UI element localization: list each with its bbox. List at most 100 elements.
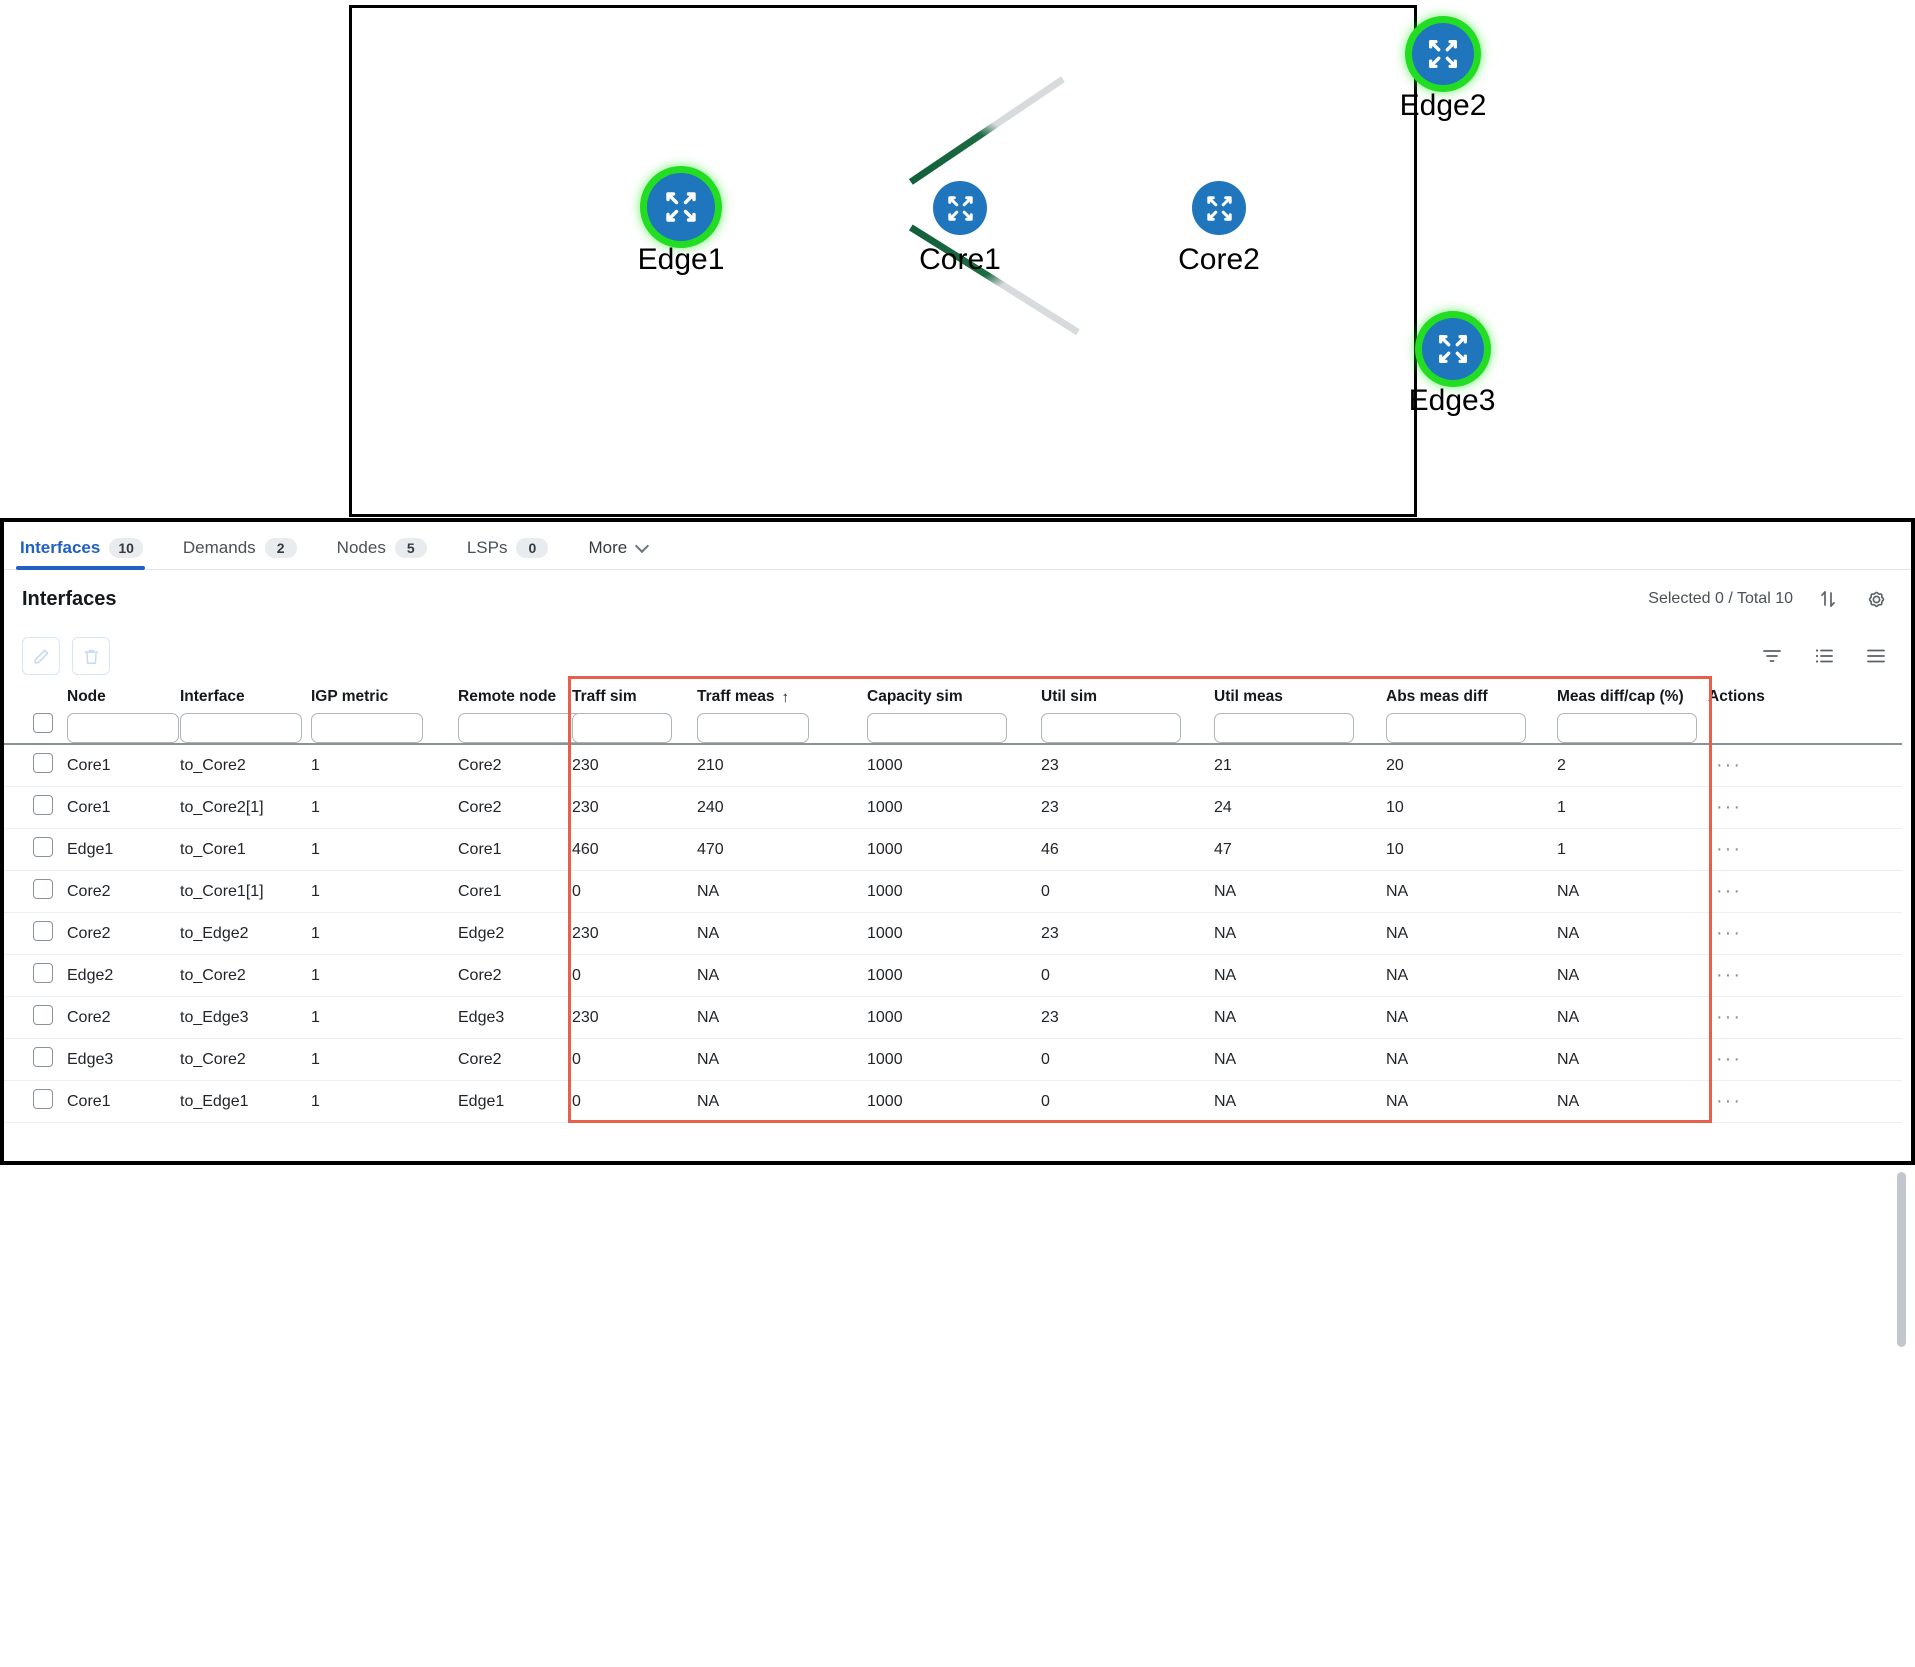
header-interface[interactable]: Interface bbox=[180, 684, 311, 744]
cell-value: Core2 bbox=[458, 798, 502, 816]
row-checkbox[interactable] bbox=[33, 1005, 53, 1025]
cell-meas_diff_cap: 2 bbox=[1557, 744, 1708, 787]
row-actions-menu-icon[interactable]: ··· bbox=[1716, 1006, 1742, 1028]
row-actions-menu-icon[interactable]: ··· bbox=[1716, 796, 1742, 818]
row-actions-menu-icon[interactable]: ··· bbox=[1716, 754, 1742, 776]
router-icon[interactable] bbox=[1422, 318, 1484, 380]
scrollbar-thumb[interactable] bbox=[1897, 1172, 1906, 1347]
tab-more[interactable]: More bbox=[586, 538, 664, 569]
cell-interface: to_Core2[1] bbox=[180, 787, 311, 829]
filter-icon[interactable] bbox=[1759, 643, 1785, 669]
list-view-icon[interactable] bbox=[1811, 643, 1837, 669]
cell-meas_diff_cap: NA bbox=[1557, 955, 1708, 997]
cell-meas_diff_cap: NA bbox=[1557, 997, 1708, 1039]
header-label: Interface bbox=[180, 688, 245, 705]
filter-input-capacity-sim[interactable] bbox=[867, 713, 1007, 743]
header-traff-sim[interactable]: Traff sim bbox=[572, 684, 697, 744]
cell-value: 460 bbox=[572, 840, 599, 858]
gear-icon[interactable] bbox=[1863, 586, 1889, 612]
cell-value: Core2 bbox=[458, 966, 502, 984]
cell-util_sim: 23 bbox=[1041, 787, 1214, 829]
select-all-checkbox[interactable] bbox=[33, 713, 53, 733]
link-core2-edge2[interactable] bbox=[908, 76, 1065, 185]
row-select-cell bbox=[4, 871, 67, 913]
row-select-cell bbox=[4, 1039, 67, 1081]
header-igp-metric[interactable]: IGP metric bbox=[311, 684, 458, 744]
cell-value: 210 bbox=[697, 756, 724, 774]
cell-value: 23 bbox=[1041, 1008, 1059, 1026]
filter-input-abs-meas-diff[interactable] bbox=[1386, 713, 1526, 743]
interfaces-table-container: Node Interface IGP metric Remote node bbox=[4, 676, 1911, 1123]
router-icon[interactable] bbox=[1192, 181, 1246, 235]
row-actions-menu-icon[interactable]: ··· bbox=[1716, 838, 1742, 860]
cell-value: 2 bbox=[1557, 756, 1566, 774]
header-util-meas[interactable]: Util meas bbox=[1214, 684, 1386, 744]
cell-value: 230 bbox=[572, 756, 599, 774]
row-checkbox[interactable] bbox=[33, 1047, 53, 1067]
row-actions-menu-icon[interactable]: ··· bbox=[1716, 964, 1742, 986]
filter-input-node[interactable] bbox=[67, 713, 179, 743]
filter-input-traff-sim[interactable] bbox=[572, 713, 672, 743]
cell-interface: to_Core1[1] bbox=[180, 871, 311, 913]
link-core2-edge3[interactable] bbox=[908, 224, 1080, 336]
header-capacity-sim[interactable]: Capacity sim bbox=[867, 684, 1041, 744]
tab-nodes[interactable]: Nodes 5 bbox=[335, 538, 443, 569]
row-checkbox[interactable] bbox=[33, 879, 53, 899]
row-checkbox[interactable] bbox=[33, 1089, 53, 1109]
row-actions-menu-icon[interactable]: ··· bbox=[1716, 922, 1742, 944]
tab-lsps[interactable]: LSPs 0 bbox=[465, 538, 565, 569]
filter-input-util-sim[interactable] bbox=[1041, 713, 1181, 743]
header-util-sim[interactable]: Util sim bbox=[1041, 684, 1214, 744]
cell-remote_node: Core2 bbox=[458, 744, 572, 787]
filter-input-util-meas[interactable] bbox=[1214, 713, 1354, 743]
cell-value: to_Core2 bbox=[180, 1050, 246, 1068]
cell-value: 0 bbox=[572, 1050, 581, 1068]
refresh-icon[interactable] bbox=[1815, 586, 1841, 612]
tab-demands[interactable]: Demands 2 bbox=[181, 538, 313, 569]
header-node[interactable]: Node bbox=[67, 684, 180, 744]
cell-actions: ··· bbox=[1708, 829, 1902, 871]
topology-panel[interactable]: Edge1 Core1 bbox=[349, 5, 1495, 517]
header-meas-diff-cap[interactable]: Meas diff/cap (%) bbox=[1557, 684, 1708, 744]
row-actions-menu-icon[interactable]: ··· bbox=[1716, 880, 1742, 902]
hamburger-menu-icon[interactable] bbox=[1863, 643, 1889, 669]
row-checkbox[interactable] bbox=[33, 921, 53, 941]
row-actions-menu-icon[interactable]: ··· bbox=[1716, 1048, 1742, 1070]
cell-capacity_sim: 1000 bbox=[867, 997, 1041, 1039]
row-checkbox[interactable] bbox=[33, 963, 53, 983]
row-checkbox[interactable] bbox=[33, 753, 53, 773]
row-checkbox[interactable] bbox=[33, 837, 53, 857]
header-traff-meas[interactable]: Traff meas ↑ bbox=[697, 684, 867, 744]
header-remote-node[interactable]: Remote node bbox=[458, 684, 598, 744]
cell-capacity_sim: 1000 bbox=[867, 829, 1041, 871]
row-checkbox[interactable] bbox=[33, 795, 53, 815]
cell-value: NA bbox=[697, 882, 720, 900]
filter-input-traff-meas[interactable] bbox=[697, 713, 809, 743]
table-vertical-scrollbar[interactable] bbox=[1896, 1172, 1907, 1667]
router-icon[interactable] bbox=[647, 173, 715, 241]
header-abs-meas-diff[interactable]: Abs meas diff bbox=[1386, 684, 1557, 744]
delete-button[interactable] bbox=[72, 637, 110, 675]
cell-abs_meas_diff: 20 bbox=[1386, 744, 1557, 787]
cell-node: Core2 bbox=[67, 997, 180, 1039]
router-icon[interactable] bbox=[1412, 23, 1474, 85]
cell-interface: to_Core2 bbox=[180, 955, 311, 997]
row-actions-menu-icon[interactable]: ··· bbox=[1716, 1090, 1742, 1112]
tab-interfaces[interactable]: Interfaces 10 bbox=[16, 538, 159, 570]
cell-meas_diff_cap: NA bbox=[1557, 913, 1708, 955]
filter-input-igp-metric[interactable] bbox=[311, 713, 423, 743]
header-label: Abs meas diff bbox=[1386, 688, 1488, 705]
edit-button[interactable] bbox=[22, 637, 60, 675]
router-icon[interactable] bbox=[933, 181, 987, 235]
filter-input-interface[interactable] bbox=[180, 713, 302, 743]
filter-input-meas-diff-cap[interactable] bbox=[1557, 713, 1697, 743]
